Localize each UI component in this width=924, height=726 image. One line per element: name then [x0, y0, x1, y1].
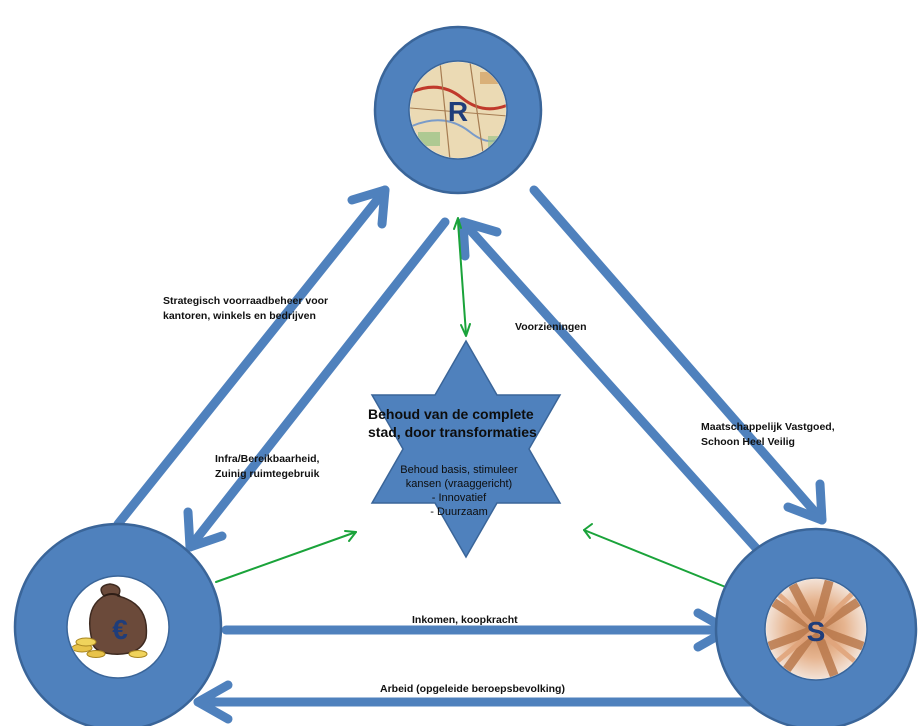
node-r-letter: R [448, 96, 468, 127]
label-strategisch-line-1: Strategisch voorraadbeheer voor [163, 295, 329, 307]
label-strategisch: Strategisch voorraadbeheer voor kantoren… [163, 294, 328, 324]
arrow-s-to-r [458, 217, 761, 553]
node-s-letter: S [807, 616, 826, 647]
center-title-line-2: stad, door transformaties [368, 424, 537, 440]
arrow-r-to-e [183, 217, 450, 552]
center-title: Behoud van de complete stad, door transf… [368, 405, 558, 441]
center-star [370, 339, 562, 559]
green-arrows [215, 217, 739, 593]
center-title-line-1: Behoud van de complete [368, 406, 534, 422]
node-s: S [714, 527, 918, 726]
hands-icon [766, 579, 866, 679]
green-arrow-r-center [453, 217, 471, 337]
label-maatschappelijk-line-2: Schoon Heel Veilig [701, 436, 795, 448]
arrow-r-to-s [529, 185, 827, 525]
label-maatschappelijk: Maatschappelijk Vastgoed, Schoon Heel Ve… [701, 420, 835, 450]
label-voorzieningen: Voorzieningen [515, 321, 587, 333]
money-bag-icon [71, 583, 148, 658]
label-maatschappelijk-line-1: Maatschappelijk Vastgoed, [701, 421, 835, 433]
blue-arrows [113, 185, 827, 724]
node-e: € [13, 522, 223, 726]
green-arrow-e-center [215, 530, 357, 583]
label-inkomen: Inkomen, koopkracht [412, 614, 518, 626]
center-body: Behoud basis, stimuleer kansen (vraagger… [370, 463, 548, 519]
arrow-s-to-e [193, 680, 757, 724]
center-body-line-3: - Innovatief [431, 492, 487, 504]
label-strategisch-line-2: kantoren, winkels en bedrijven [163, 310, 316, 322]
center-body-line-1: Behoud basis, stimuleer [400, 464, 518, 476]
node-r: R [373, 25, 543, 195]
label-infra: Infra/Bereikbaarheid, Zuinig ruimtegebru… [215, 452, 319, 482]
label-infra-line-2: Zuinig ruimtegebruik [215, 468, 320, 480]
center-body-line-2: kansen (vraaggericht) [405, 478, 513, 490]
arrow-e-to-r [113, 185, 390, 529]
label-infra-line-1: Infra/Bereikbaarheid, [215, 453, 320, 465]
green-arrow-s-center [583, 523, 739, 593]
label-arbeid: Arbeid (opgeleide beroepsbevolking) [380, 683, 565, 695]
node-e-letter: € [112, 614, 128, 645]
center-body-line-4: - Duurzaam [430, 506, 488, 518]
